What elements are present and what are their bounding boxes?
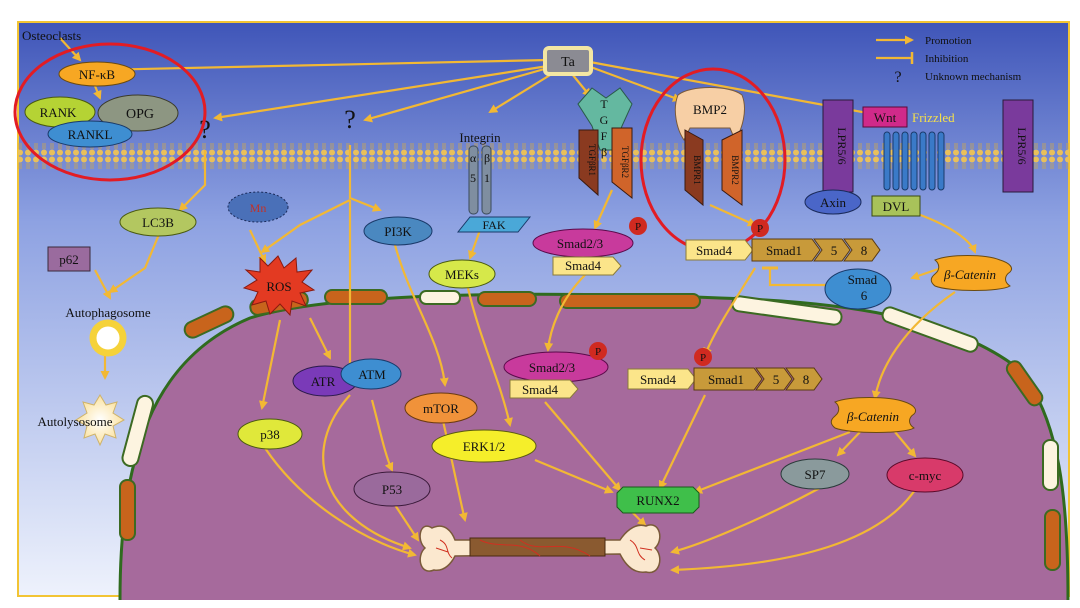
lc3b-node: LC3B	[142, 215, 174, 230]
erk-node: ERK1/2	[463, 439, 506, 454]
integrin-beta: β	[484, 151, 490, 165]
tgfbr2-label: TGFβR2	[620, 146, 630, 178]
ta-node: Ta	[543, 46, 593, 76]
lpr56-left-label: LPR5/6	[835, 127, 849, 164]
frizzled-label: Frizzled	[912, 110, 955, 125]
atr-node: ATR	[311, 374, 336, 389]
cytoplasm-nodes: Mn ROS PI3K MEKs Smad2/3 P Smad4 Smad4 P…	[227, 191, 1013, 317]
phospho-nuc-smad23: P	[595, 346, 601, 358]
smad23-cyto-node: Smad2/3	[557, 236, 603, 251]
axin-node: Axin	[820, 195, 847, 210]
legend: Promotion Inhibition ? Unknown mechanism	[876, 35, 1022, 86]
rankl-node: RANKL	[68, 127, 113, 142]
question-icon: ?	[894, 69, 901, 86]
tgfbr1-label: TGFβR1	[587, 144, 597, 176]
tgfb-letter-g: G	[600, 113, 609, 127]
integrin-one: 1	[484, 171, 490, 185]
integrin-label: Integrin	[459, 130, 501, 145]
dvl-node: DVL	[883, 199, 910, 214]
phospho-cyto-smad23: P	[635, 221, 641, 233]
bmp2-node: BMP2	[693, 102, 727, 117]
smad6-line-2: 6	[861, 288, 868, 303]
tgfb-receptor: T G F β TGFβR1 TGFβR2	[577, 87, 633, 200]
unknown-mark-center: ?	[344, 105, 356, 134]
smad23-nuc-node: Smad2/3	[529, 360, 575, 375]
wnt-receptor: LPR5/6 LPR5/6 Wnt Frizzled Axin DVL	[804, 99, 1034, 217]
ros-node: ROS	[266, 279, 291, 294]
integrin-receptor: Integrin α β 5 1 FAK	[456, 130, 532, 233]
integrin-five: 5	[470, 171, 476, 185]
smad6-line-1: Smad	[848, 272, 878, 287]
p38-node: p38	[260, 427, 280, 442]
phospho-nuc-smad1: P	[700, 352, 706, 364]
nfkb-node: NF-κB	[79, 67, 115, 82]
mn-node: Mn	[250, 201, 267, 215]
autophagosome-label: Autophagosome	[65, 305, 150, 320]
smad1-cyto-node: Smad1	[766, 243, 802, 258]
lpr56-right-label: LPR5/6	[1015, 127, 1029, 164]
smad4-nuc-node: Smad4	[522, 382, 559, 397]
bone-icon	[419, 524, 661, 574]
autophagosome-icon	[89, 319, 127, 357]
legend-unknown: Unknown mechanism	[925, 71, 1022, 83]
tgfb-letter-f: F	[601, 129, 608, 143]
smad4-bmp-node: Smad4	[696, 243, 733, 258]
nuclear-nodes: ATR ATM mTOR p38 P53 ERK1/2 Smad2/3 P Sm…	[237, 342, 964, 514]
p62-node: p62	[59, 252, 79, 267]
bmpr2-label: BMPR2	[730, 155, 740, 185]
opg-node: OPG	[126, 107, 154, 122]
unknown-mark-left: ?	[199, 115, 211, 144]
phospho-cyto-smad1: P	[757, 223, 763, 235]
legend-inhibition: Inhibition	[925, 53, 969, 65]
rank-node: RANK	[40, 105, 77, 120]
fak-node: FAK	[482, 218, 505, 232]
runx2-node: RUNX2	[636, 493, 679, 508]
legend-promotion: Promotion	[925, 35, 972, 47]
wnt-node: Wnt	[874, 110, 897, 125]
smad8-nuc-node: 8	[803, 372, 810, 387]
bmp-receptor: BMP2 BMPR1 BMPR2	[639, 67, 787, 253]
tgfb-letter-beta: β	[601, 145, 607, 159]
cmyc-node: c-myc	[909, 468, 942, 483]
highlight-circle-osteoclast	[13, 42, 207, 182]
sp7-node: SP7	[805, 467, 826, 482]
autolysosome-icon	[75, 394, 125, 447]
atm-node: ATM	[358, 367, 386, 382]
smad1-nuc-node: Smad1	[708, 372, 744, 387]
mtor-node: mTOR	[423, 401, 459, 416]
integrin-alpha: α	[470, 151, 477, 165]
tgfb-letter-t: T	[600, 97, 608, 111]
pi3k-node: PI3K	[384, 224, 412, 239]
smad4-nuc-bmp-node: Smad4	[640, 372, 677, 387]
beta-catenin-cyto-node: β-Catenin	[943, 267, 996, 282]
osteoclasts-label: Osteoclasts	[22, 28, 81, 43]
frizzled-icon	[883, 131, 945, 191]
ros-starburst-icon	[242, 255, 316, 317]
autolysosome-label: Autolysosome	[37, 414, 112, 429]
smad6-node: Smad 6	[848, 272, 881, 303]
beta-catenin-nuc-node: β-Catenin	[846, 409, 899, 424]
osteoclast-cluster: Osteoclasts NF-κB RANK OPG RANKL ?	[13, 28, 211, 182]
autophagy-pathway: LC3B p62 Autophagosome Autolysosome	[37, 207, 197, 447]
meks-node: MEKs	[445, 267, 479, 282]
ta-label: Ta	[561, 55, 576, 70]
arrows	[59, 37, 977, 575]
smad5-cyto-node: 5	[831, 243, 838, 258]
smad8-cyto-node: 8	[861, 243, 868, 258]
smad4-cyto-node: Smad4	[565, 258, 602, 273]
smad5-nuc-node: 5	[773, 372, 780, 387]
bmpr1-label: BMPR1	[692, 155, 702, 185]
p53-node: P53	[382, 482, 402, 497]
